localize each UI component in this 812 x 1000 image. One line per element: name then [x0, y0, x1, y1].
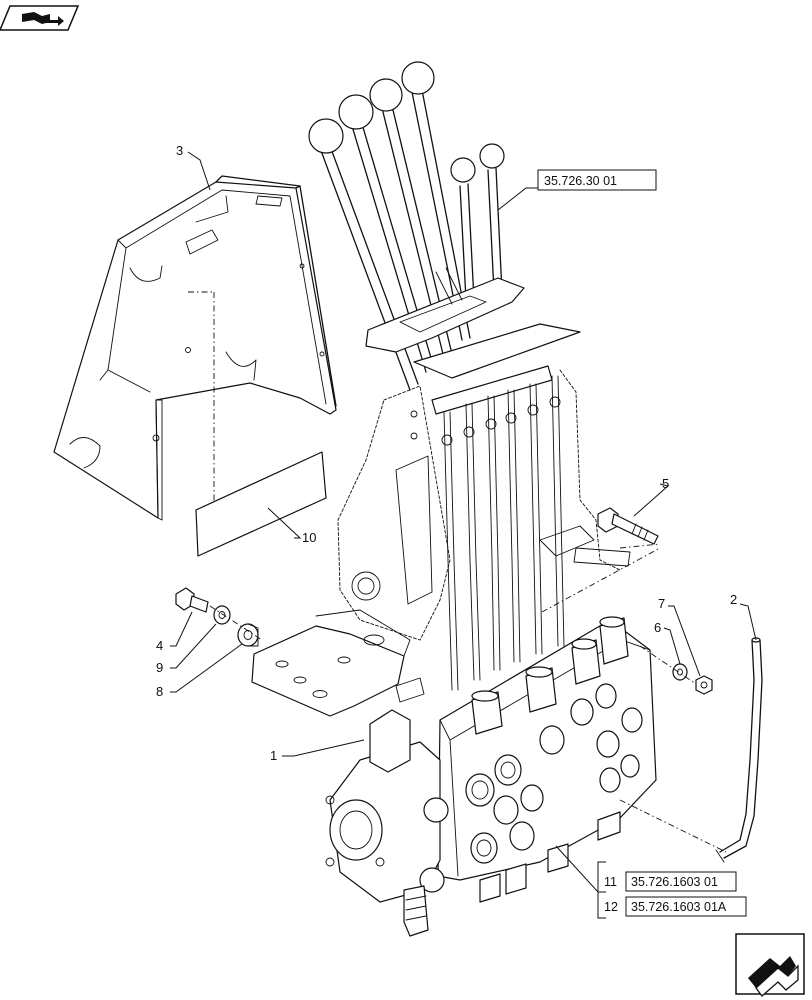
reference-11-link[interactable]: 35.726.1603 01	[625, 871, 737, 892]
reference-11-number: 11	[604, 875, 617, 889]
reference-12-number: 12	[604, 900, 618, 914]
control-levers-assembly	[308, 61, 581, 691]
callout-labels: 3 1 2 4 5 7 6 8 9 10	[156, 143, 737, 763]
washer-part-6	[672, 663, 688, 681]
callout-1: 1	[270, 748, 277, 763]
bolt-part-5	[597, 507, 659, 545]
callout-5: 5	[662, 476, 669, 491]
decal-part	[195, 451, 327, 557]
mounting-bracket	[251, 369, 631, 717]
callout-4: 4	[156, 638, 163, 653]
bolt-part-4	[175, 587, 209, 613]
assembly-centerlines	[209, 543, 727, 853]
spool-caps	[471, 616, 629, 735]
reference-levers-link[interactable]: 35.726.30 01	[537, 169, 657, 191]
reference-11-text[interactable]: 35.726.1603 01	[631, 875, 718, 889]
nut-part-7	[695, 675, 713, 695]
callout-3: 3	[176, 143, 183, 158]
leader-lines	[170, 151, 757, 893]
valve-ports	[465, 683, 643, 864]
callout-7: 7	[658, 596, 665, 611]
callout-6: 6	[654, 620, 661, 635]
next-page-arrow-icon[interactable]	[735, 933, 805, 997]
book-nav-icon[interactable]	[0, 5, 80, 31]
bushing-part-8	[237, 623, 259, 647]
callout-2: 2	[730, 592, 737, 607]
reference-levers-text[interactable]: 35.726.30 01	[544, 174, 617, 188]
callout-8: 8	[156, 684, 163, 699]
reference-12-text[interactable]: 35.726.1603 01A	[631, 900, 727, 914]
control-valve-part	[325, 616, 657, 937]
callout-10: 10	[302, 530, 316, 545]
reference-group-11-12: 11 12 35.726.1603 01 35.726.1603 01A	[597, 861, 747, 919]
pipe-part-2	[715, 637, 763, 863]
callout-9: 9	[156, 660, 163, 675]
washer-part-9	[213, 605, 231, 625]
reference-12-link[interactable]: 35.726.1603 01A	[625, 896, 747, 917]
guard-cover-part	[53, 175, 337, 530]
